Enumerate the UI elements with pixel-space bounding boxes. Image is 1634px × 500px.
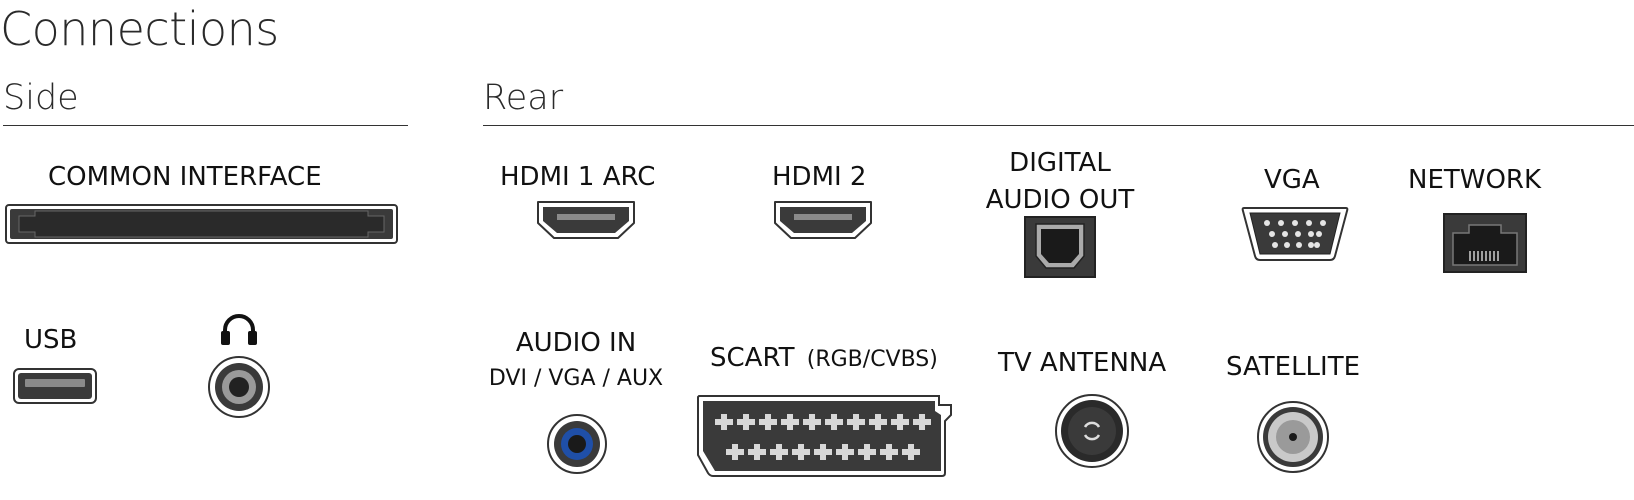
hdmi2-port-icon: [772, 199, 874, 241]
ethernet-port-icon: [1443, 213, 1527, 273]
scart-label-group: SCART (RGB/CVBS): [710, 343, 938, 375]
scart-port-icon: [695, 393, 961, 479]
section-side-heading: Side: [3, 78, 79, 118]
digital-audio-out-line1: DIGITAL: [1009, 148, 1111, 178]
headphones-icon: [220, 312, 258, 346]
headphone-jack-icon: [207, 355, 271, 419]
satellite-label: SATELLITE: [1226, 352, 1361, 382]
hdmi2-label: HDMI 2: [772, 162, 867, 192]
common-interface-label: COMMON INTERFACE: [48, 162, 322, 192]
vga-port-icon: [1240, 204, 1350, 264]
hdmi1-label: HDMI 1 ARC: [500, 162, 656, 192]
section-rear-heading: Rear: [483, 78, 564, 118]
side-divider: [3, 125, 408, 126]
hdmi1-port-icon: [535, 199, 637, 241]
audio-in-jack-icon: [546, 413, 608, 475]
scart-label: SCART: [710, 343, 795, 373]
vga-label: VGA: [1264, 165, 1320, 195]
audio-in-sublabel: DVI / VGA / AUX: [488, 366, 664, 391]
usb-port-icon: [13, 368, 97, 404]
common-interface-slot-icon: [5, 204, 398, 244]
page-title: Connections: [0, 2, 279, 56]
digital-audio-out-line2: AUDIO OUT: [985, 185, 1135, 215]
tv-antenna-port-icon: [1054, 393, 1130, 469]
rear-divider: [483, 125, 1634, 126]
network-label: NETWORK: [1408, 165, 1542, 195]
tv-antenna-label: TV ANTENNA: [998, 348, 1167, 378]
digital-audio-out-label: DIGITAL AUDIO OUT: [960, 148, 1160, 215]
scart-sublabel: (RGB/CVBS): [806, 347, 938, 372]
usb-label: USB: [24, 325, 78, 355]
audio-in-label: AUDIO IN: [515, 328, 637, 358]
satellite-port-icon: [1256, 400, 1330, 474]
optical-port-icon: [1024, 216, 1096, 278]
